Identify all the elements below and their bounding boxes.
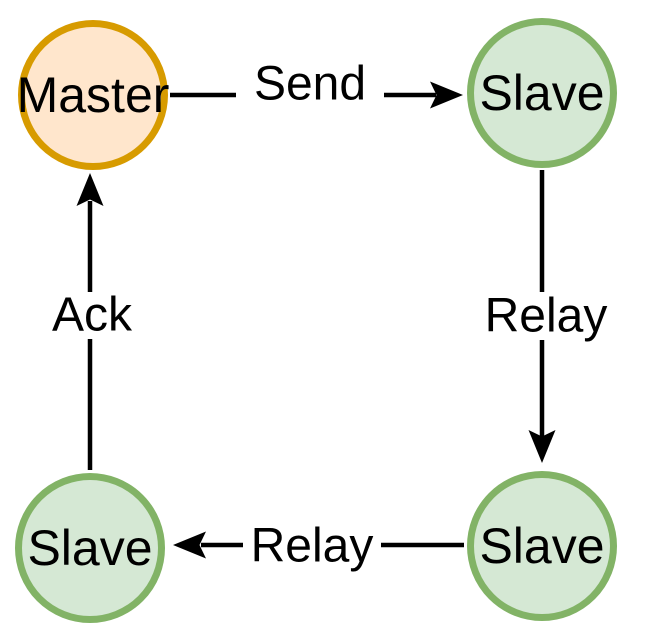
node-master-label: Master	[17, 67, 170, 123]
arrow-left-icon	[173, 531, 206, 559]
arrow-down-icon	[528, 430, 556, 463]
node-slave-top-right: Slave	[467, 18, 617, 168]
node-slave-top-right-circle	[467, 18, 617, 168]
edge-ack-label: Ack	[52, 289, 133, 342]
node-master-circle	[18, 20, 168, 170]
node-slave-bottom-left-circle	[15, 473, 165, 623]
node-slave-bottom-left: Slave	[15, 473, 165, 623]
node-slave-bottom-left-label: Slave	[27, 520, 152, 576]
node-slave-bottom-right-label: Slave	[479, 518, 604, 574]
arrow-right-icon	[430, 81, 463, 109]
node-master: Master	[17, 20, 170, 170]
edge-relay-bottom-label: Relay	[251, 520, 374, 573]
edge-send-label: Send	[254, 58, 366, 111]
arrow-up-icon	[76, 173, 104, 206]
edge-relay-bottom-label-bg	[243, 521, 381, 570]
node-slave-bottom-right: Slave	[467, 471, 617, 621]
edge-relay-bottom: Relay	[173, 520, 464, 573]
edge-relay-right: Relay	[482, 170, 610, 463]
edge-send-label-bg	[236, 62, 384, 106]
edge-send: Send	[170, 58, 463, 111]
edge-ack: Ack	[49, 173, 135, 470]
node-slave-top-right-label: Slave	[479, 65, 604, 121]
node-slave-bottom-right-circle	[467, 471, 617, 621]
edge-ack-label-bg	[49, 292, 135, 339]
edge-relay-right-label-bg	[482, 292, 610, 340]
edge-relay-right-label: Relay	[485, 290, 608, 343]
